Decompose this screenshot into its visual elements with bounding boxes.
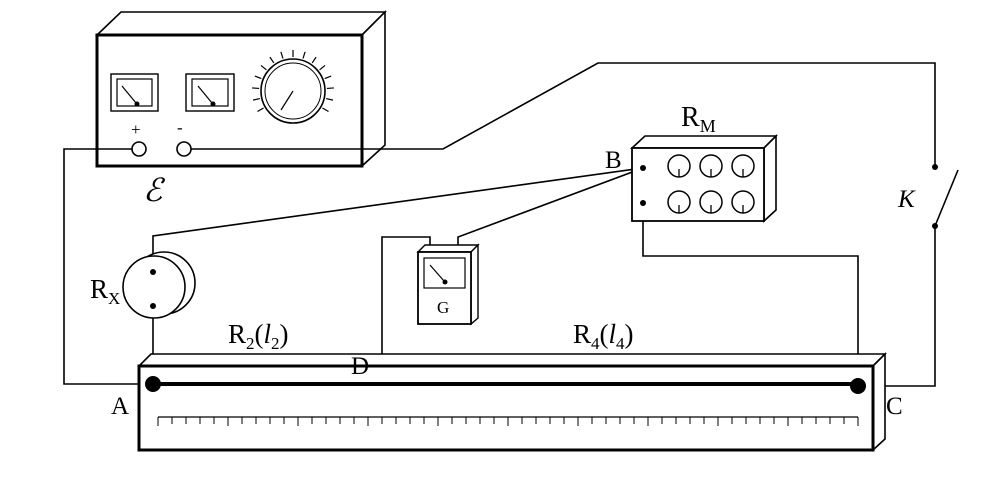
galvanometer-icon: G — [416, 243, 480, 326]
r2-label: R2(l2) — [228, 319, 289, 353]
resistance-box-icon — [629, 134, 778, 223]
rx-label: RX — [90, 274, 120, 308]
plus-terminal — [131, 141, 147, 157]
knob-icon — [252, 50, 334, 124]
voltmeter-icon — [110, 73, 159, 112]
switch-k-label: K — [897, 186, 916, 213]
galvanometer-label: G — [437, 298, 449, 317]
switch-icon — [932, 164, 959, 229]
knob-tick — [280, 51, 284, 59]
ammeter-icon — [185, 73, 235, 112]
terminal-c-label: C — [886, 393, 903, 420]
knob-tick — [302, 51, 306, 59]
knob-tick — [269, 56, 275, 64]
jockey-d-label: D — [351, 353, 369, 380]
knob-tick — [324, 75, 332, 80]
minus-terminal — [176, 141, 192, 157]
knob-tick — [252, 97, 260, 101]
knob-tick — [322, 107, 329, 113]
plus-terminal-label: + — [131, 120, 141, 139]
knob-tick — [311, 56, 317, 64]
slide-wire-bridge-icon — [137, 352, 887, 452]
r4-label: R4(l4) — [573, 319, 634, 353]
rm-label: RM — [681, 102, 716, 136]
knob-tick — [254, 75, 262, 80]
power-supply-icon: + - — [95, 10, 387, 168]
knob-tick — [260, 64, 267, 71]
knob-tick — [257, 107, 264, 113]
terminal-a — [145, 376, 161, 392]
resistor-icon — [122, 251, 196, 319]
ruler-scale — [157, 416, 859, 426]
terminal-a-label: A — [111, 393, 129, 420]
emf-label: ℰ — [143, 172, 166, 208]
knob-tick — [319, 64, 326, 71]
terminal-c — [850, 378, 866, 394]
minus-terminal-label: - — [177, 118, 183, 137]
knob-tick — [252, 87, 260, 90]
knob-tick — [326, 97, 334, 101]
knob-tick — [326, 87, 334, 90]
node-b-label: B — [605, 147, 622, 174]
